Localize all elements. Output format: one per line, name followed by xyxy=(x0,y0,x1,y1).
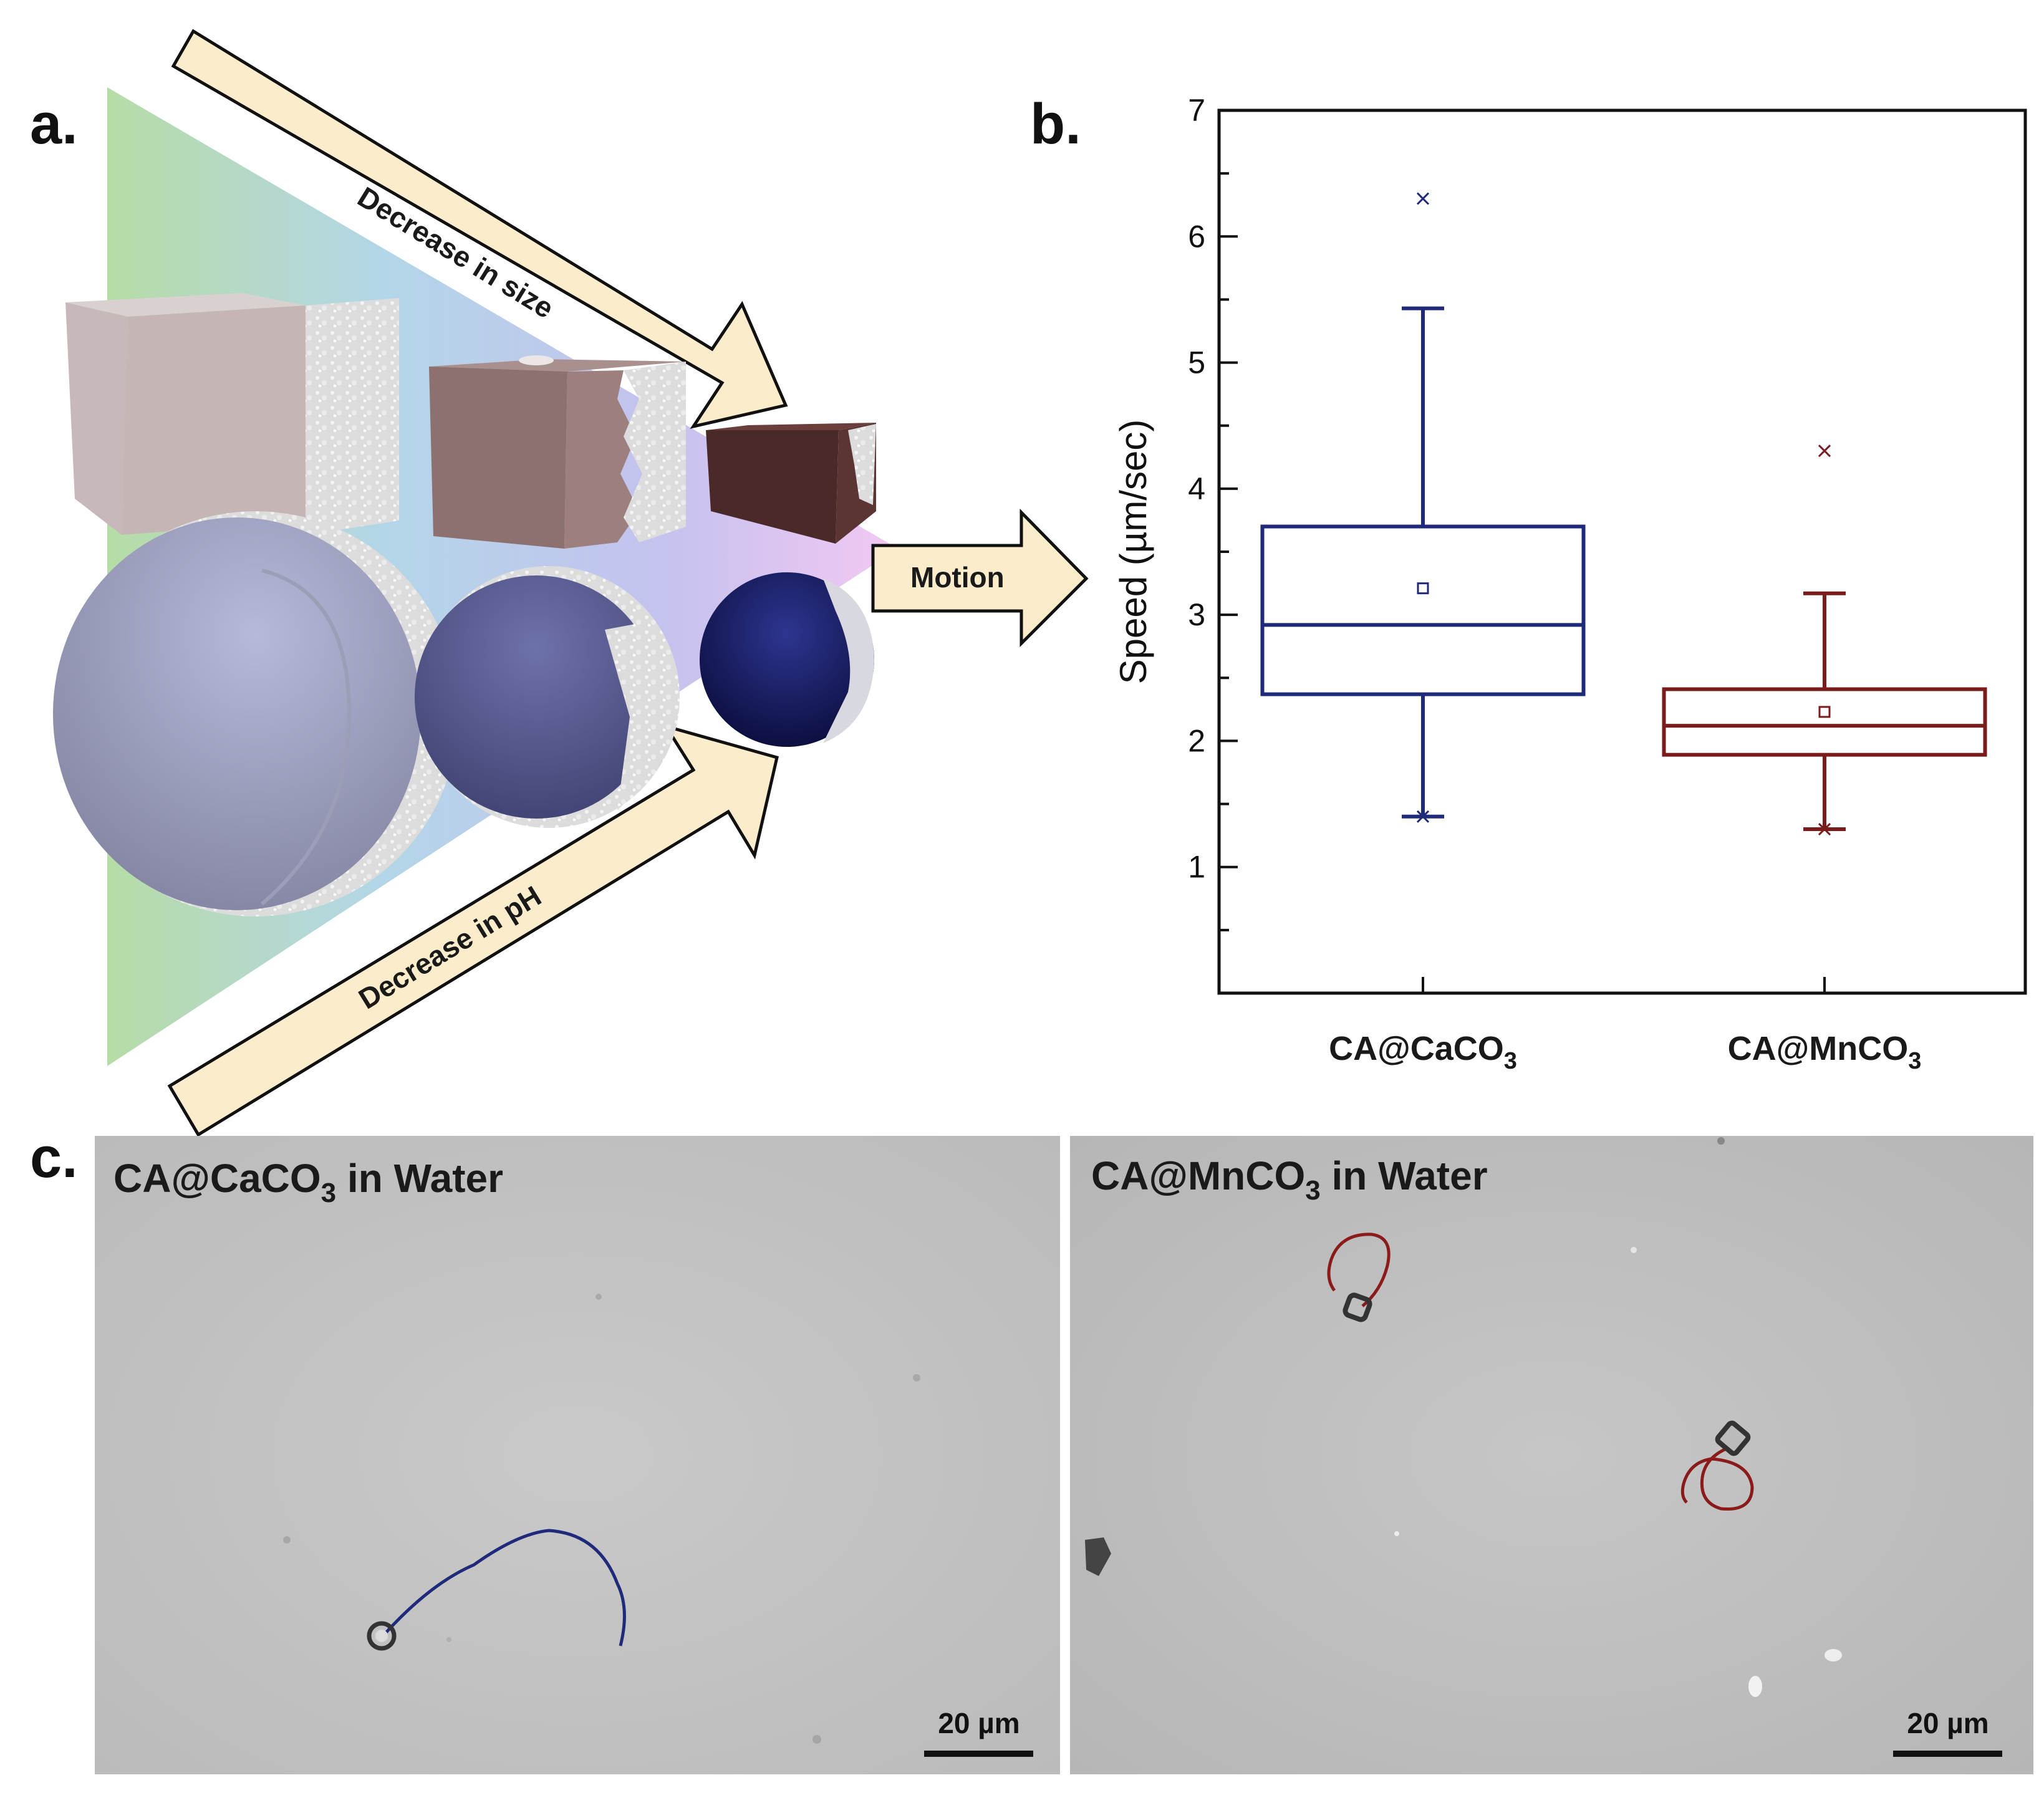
outlier-marker xyxy=(1818,445,1831,458)
micrograph-title-caco3: CA@CaCO3 in Water xyxy=(113,1156,503,1208)
track-mnco3-1 xyxy=(1327,1233,1391,1307)
y-tick-label: 4 xyxy=(1188,471,1205,506)
schematic-panel: Decrease in size Decrease in pH Motion xyxy=(53,29,1089,1137)
sphere-small xyxy=(700,572,874,747)
scale-bar-left xyxy=(924,1751,1033,1757)
panel-label-b: b. xyxy=(1030,92,1081,156)
motion-arrow-label: Motion xyxy=(910,561,1005,594)
mean-marker xyxy=(1818,706,1831,718)
y-tick-label: 7 xyxy=(1188,93,1205,128)
y-tick-label: 5 xyxy=(1188,345,1205,380)
sphere-medium xyxy=(415,566,680,828)
y-tick-label: 3 xyxy=(1188,597,1205,632)
outlier-marker xyxy=(1416,192,1430,205)
y-axis-title: Speed (µm/sec) xyxy=(1112,420,1154,685)
particle-mnco3-2 xyxy=(1715,1420,1751,1456)
cube-medium xyxy=(429,355,686,549)
sphere-large xyxy=(53,511,458,916)
ph-arrow-label: Decrease in pH xyxy=(353,880,547,1016)
micrograph-title-mnco3: CA@MnCO3 in Water xyxy=(1091,1153,1488,1206)
panel-label-a: a. xyxy=(30,92,78,156)
plot-frame xyxy=(1217,108,2027,995)
boxplot-panel: 1 2 3 4 5 6 7 Speed (µm/sec) CA@CaCO3 CA@MnCO3 xyxy=(1112,93,2027,1074)
particle-caco3 xyxy=(367,1621,397,1651)
micrograph-right: CA@MnCO3 in Water 20 µm xyxy=(1070,1136,2033,1774)
track-mnco3-2 xyxy=(1680,1444,1754,1511)
mean-marker xyxy=(1417,582,1429,595)
box-caco3 xyxy=(1260,192,1586,823)
track-caco3 xyxy=(383,1529,626,1646)
boxes xyxy=(1260,192,1987,836)
category-label-mnco3: CA@MnCO3 xyxy=(1728,1030,1922,1074)
y-tick-label: 1 xyxy=(1188,850,1205,885)
min-marker xyxy=(1818,822,1831,836)
scale-bar-right xyxy=(1893,1751,2002,1757)
scale-label-left: 20 µm xyxy=(938,1707,1020,1739)
motion-arrow: Motion xyxy=(871,508,1089,648)
panel-label-c: c. xyxy=(30,1126,78,1190)
iqr-box xyxy=(1662,687,1987,757)
particle-mn-left xyxy=(1085,1537,1111,1576)
box-mnco3 xyxy=(1662,445,1987,836)
y-tick-label: 6 xyxy=(1188,219,1205,254)
scale-label-right: 20 µm xyxy=(1907,1707,1989,1739)
category-label-caco3: CA@CaCO3 xyxy=(1329,1030,1517,1074)
cube-large xyxy=(65,293,399,535)
iqr-box xyxy=(1260,524,1586,696)
y-axis-ticks: 1 2 3 4 5 6 7 xyxy=(1188,93,1238,994)
min-marker xyxy=(1416,810,1430,823)
particle-mnco3-1 xyxy=(1343,1292,1372,1322)
y-tick-label: 2 xyxy=(1188,723,1205,758)
micrograph-left: CA@CaCO3 in Water 20 µm xyxy=(95,1136,1060,1774)
cube-small xyxy=(706,423,876,544)
x-axis-ticks xyxy=(1422,977,1826,993)
